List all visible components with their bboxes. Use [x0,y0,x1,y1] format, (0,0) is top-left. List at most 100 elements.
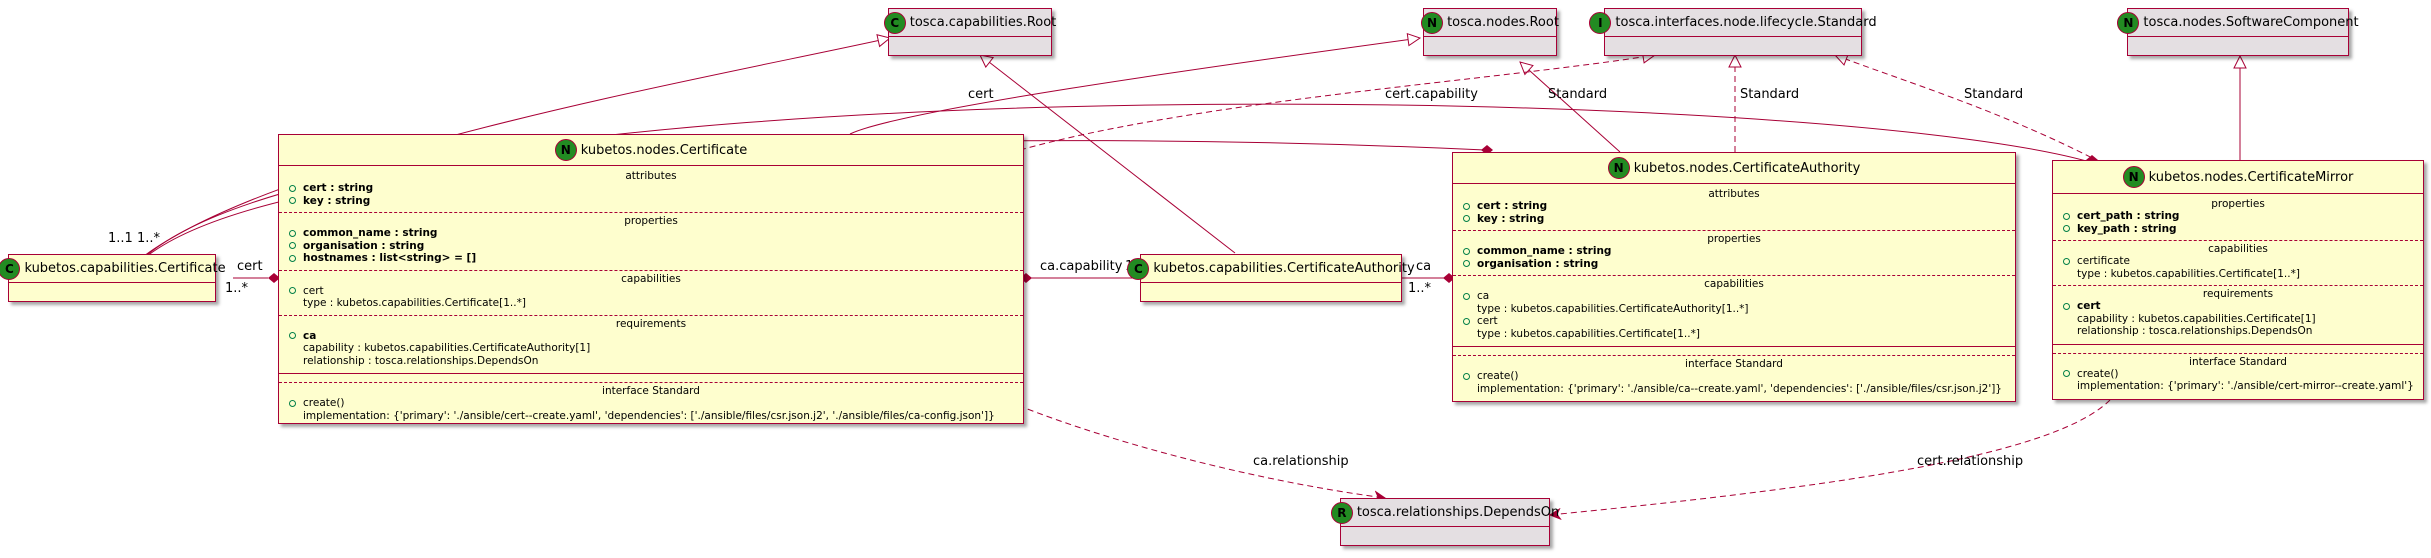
class-badge: C [883,11,906,34]
class-name: tosca.interfaces.node.lifecycle.Standard [1615,15,1877,30]
property-row: common_name : string [279,227,1023,240]
capability-row: certificate [2053,255,2423,268]
property-row: common_name : string [1453,245,2015,258]
class-name: kubetos.capabilities.CertificateAuthorit… [1153,261,1415,276]
class-empty-section [9,282,215,289]
section-properties: properties [279,212,1023,227]
label-mult-top-left: 1..1 1..* [108,231,160,246]
label-cert-relationship: cert.relationship [1917,454,2023,469]
capability-row: ca [1453,290,2015,303]
capability-row: type : kubetos.capabilities.Certificate[… [303,297,526,309]
capability-row: cert [279,285,1023,298]
class-badge: C [0,257,21,280]
section-properties: properties [2053,193,2423,210]
class-name: tosca.capabilities.Root [909,15,1057,30]
label-ca: ca [1416,259,1431,274]
edge-ca-cap-to-cap-root [980,55,1236,254]
class-name: tosca.nodes.Root [1447,15,1559,30]
class-badge: C [1127,257,1150,280]
edge-certificate-to-nodes-root [849,38,1420,135]
section-interface: interface Standard [279,373,1023,397]
class-badge: N [554,139,577,161]
label-standard-3: Standard [1964,87,2023,102]
class-empty-section [1424,36,1556,43]
attribute-row: cert : string [1453,200,2015,213]
capability-row: type : kubetos.capabilities.Certificate[… [1477,327,1700,340]
class-badge: N [1607,157,1630,179]
interface-row: create() [1453,370,2015,383]
class-name: kubetos.nodes.CertificateMirror [2148,169,2354,185]
label-cert-capability: cert.capability [1385,87,1478,102]
class-name: kubetos.capabilities.Certificate [24,261,226,276]
class-empty-section [1141,282,1401,289]
interface-row: create() [279,397,1023,410]
label-mult-ca: 1..* [1408,281,1432,296]
label-standard-1: Standard [1548,87,1607,102]
class-badge: I [1589,11,1612,34]
attribute-row: key : string [279,195,1023,208]
edge-mirror-to-dependson [1550,399,2111,515]
label-standard-2: Standard [1740,87,1799,102]
section-capabilities: capabilities [279,269,1023,285]
class-name: kubetos.nodes.CertificateAuthority [1633,160,1861,176]
class-badge: R [1330,501,1353,524]
class-empty-section [889,36,1051,43]
class-badge: N [2117,11,2140,34]
attribute-row: key : string [1453,213,2015,226]
attribute-row: cert : string [279,182,1023,195]
section-attributes: attributes [279,165,1023,182]
edge-certificate-to-dependson [999,397,1385,498]
capability-row: cert [1453,315,2015,328]
label-cert-left: cert [237,259,263,274]
section-interface: interface Standard [1453,346,2015,370]
property-row: hostnames : list<string> = [] [279,252,1023,265]
capability-row: type : kubetos.capabilities.Certificate[… [2077,267,2300,280]
label-ca-relationship: ca.relationship [1253,454,1349,469]
requirement-row: capability : kubetos.capabilities.Certif… [2077,312,2316,325]
section-attributes: attributes [1453,183,2015,200]
interface-row: create() [2053,368,2423,381]
property-row: organisation : string [1453,258,2015,271]
class-badge: N [1421,11,1444,34]
class-empty-section [1605,36,1861,43]
class-name: kubetos.nodes.Certificate [580,142,748,158]
class-empty-section [1341,526,1549,533]
section-capabilities: capabilities [2053,240,2423,255]
edge-mirror-to-standard [1835,55,2101,163]
class-badge: N [2122,166,2145,188]
requirement-row: relationship : tosca.relationships.Depen… [2077,325,2313,337]
section-requirements: requirements [279,314,1023,330]
composition-diamond-certificate [268,273,280,283]
interface-row: implementation: {'primary': './ansible/c… [303,409,995,422]
requirement-row: relationship : tosca.relationships.Depen… [303,354,539,367]
section-requirements: requirements [2053,285,2423,300]
class-empty-section [2128,36,2348,43]
requirement-row: ca [279,330,1023,343]
section-interface: interface Standard [2053,343,2423,368]
section-capabilities: capabilities [1453,275,2015,290]
class-name: tosca.relationships.DependsOn [1356,505,1560,520]
property-row: organisation : string [279,240,1023,253]
requirement-row: capability : kubetos.capabilities.Certif… [303,342,591,354]
label-ca-capability: ca.capability [1040,259,1123,274]
edge-certificate-to-standard [1019,55,1655,151]
label-mult-left: 1..* [225,281,249,296]
interface-row: implementation: {'primary': './ansible/c… [2077,380,2414,392]
edge-ca-to-nodes-root [1520,62,1621,153]
capability-row: type : kubetos.capabilities.CertificateA… [1477,302,1749,315]
property-row: cert_path : string [2053,210,2423,223]
interface-row: implementation: {'primary': './ansible/c… [1477,382,2002,395]
label-cert-top: cert [968,87,994,102]
requirement-row: cert [2053,300,2423,313]
section-properties: properties [1453,230,2015,245]
